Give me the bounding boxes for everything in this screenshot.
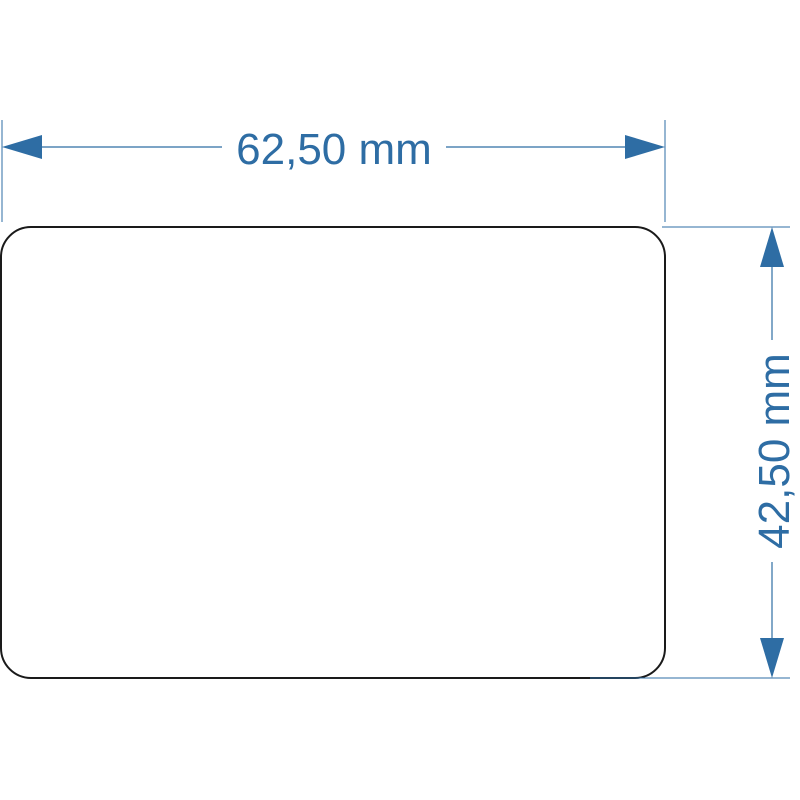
height-dimension-label: 42,50 mm (750, 353, 799, 549)
label-outline (0, 226, 666, 679)
width-dimension-label: 62,50 mm (236, 125, 432, 174)
height-arrow-bottom-icon (760, 638, 784, 678)
width-arrow-right-icon (625, 135, 665, 159)
width-arrow-left-icon (2, 135, 42, 159)
height-arrow-top-icon (760, 227, 784, 267)
